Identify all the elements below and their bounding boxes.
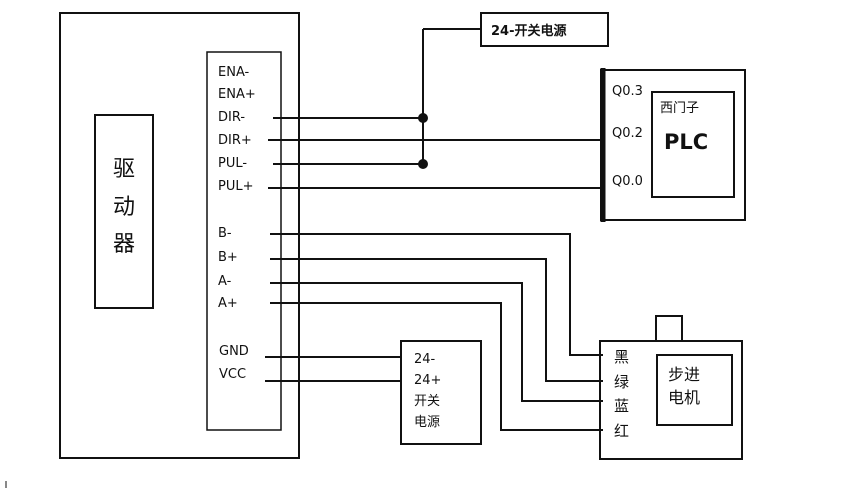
driver-title-char-2: 动 (113, 195, 135, 220)
pin-label-pul-minus: PUL- (218, 156, 247, 171)
driver-title-char-3: 器 (113, 232, 135, 257)
plc-output-q03: Q0.3 (612, 84, 643, 99)
junction-dot-pul (418, 159, 428, 169)
pin-label-ena-minus: ENA- (218, 65, 250, 80)
wire-b-plus (270, 258, 603, 382)
pin-label-ena-plus: ENA+ (218, 87, 256, 102)
pin-label-b-plus: B+ (218, 250, 238, 265)
motor-wire-green: 绿 (614, 373, 629, 391)
motor-shaft (655, 315, 683, 342)
motor-title-box (656, 354, 733, 426)
plc-model: PLC (664, 130, 708, 154)
motor-wire-black: 黑 (614, 348, 629, 366)
motor-title-line-2: 电机 (668, 388, 700, 407)
pin-label-dir-minus: DIR- (218, 110, 245, 125)
plc-output-q00: Q0.0 (612, 174, 643, 189)
pin-label-a-minus: A- (218, 274, 232, 289)
pin-label-pul-plus: PUL+ (218, 179, 254, 194)
psu-bottom-box (400, 340, 482, 445)
plc-title-box (651, 91, 735, 198)
psu-bottom-line-1: 24- (414, 352, 436, 367)
pin-label-vcc: VCC (219, 367, 246, 382)
pin-label-dir-plus: DIR+ (218, 133, 252, 148)
motor-title-line-1: 步进 (668, 365, 700, 384)
motor-wire-red: 红 (614, 422, 629, 440)
psu-bottom-line-3: 开关 (414, 394, 440, 409)
motor-wire-blue: 蓝 (614, 397, 629, 415)
wire-a-minus (270, 282, 603, 402)
psu-top-label: 24-开关电源 (491, 23, 567, 39)
terminal-block (206, 51, 282, 431)
pin-label-b-minus: B- (218, 226, 232, 241)
wire-a-plus (270, 302, 603, 431)
wire-b-minus (270, 233, 603, 356)
pin-label-gnd: GND (219, 344, 249, 359)
psu-bottom-line-4: 电源 (414, 415, 440, 430)
driver-title-box (94, 114, 154, 309)
psu-bottom-line-2: 24+ (414, 373, 441, 388)
driver-title-char-1: 驱 (113, 157, 135, 182)
junction-dot-dir (418, 113, 428, 123)
pin-label-a-plus: A+ (218, 296, 238, 311)
plc-output-q02: Q0.2 (612, 126, 643, 141)
plc-brand: 西门子 (660, 101, 699, 116)
driver-box (59, 12, 300, 459)
